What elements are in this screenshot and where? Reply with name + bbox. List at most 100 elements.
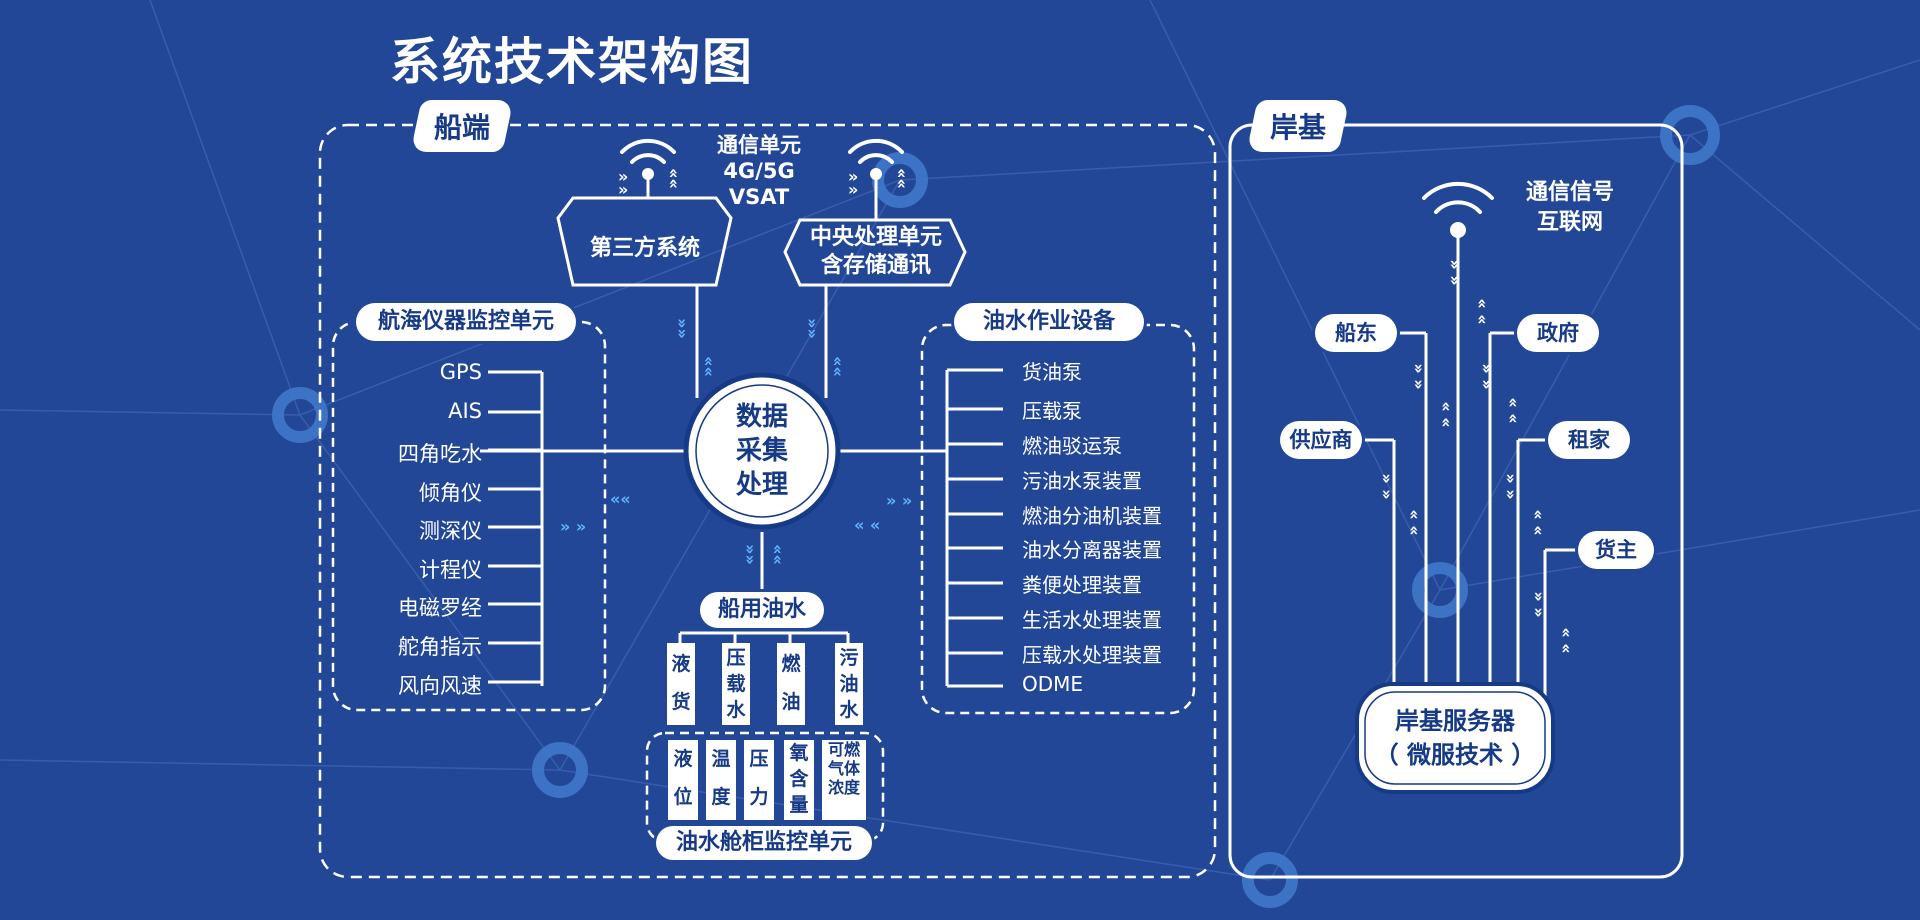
tank-sensor-box: 可燃气体浓度 [822,740,866,820]
chevron-down-icon: »» [848,167,859,199]
central-unit-label: 中央处理单元 含存储通讯 [795,224,957,280]
chevron-up-icon: »» [662,168,682,189]
oil-equipment-item: 压载泵 [1022,399,1082,423]
central-unit-hexagon [783,218,967,287]
chevron-up-icon: » » [1435,401,1455,428]
chevron-down-icon: » » [1409,363,1429,390]
oil-equipment-item: 压载水处理装置 [1022,643,1162,667]
oil-type-box: 液货 [667,643,695,725]
core-inner-ring [695,384,829,518]
oil-equipment-title: 油水作业设备 [954,303,1144,341]
chevron-down-icon: »» [802,318,822,339]
chevron-up-icon: » » [1403,509,1423,536]
tank-sensor-box: 氧含量 [784,740,814,820]
core-circle [683,372,841,530]
oil-equipment-item: 粪便处理装置 [1022,573,1142,597]
shore-server-box [1355,682,1555,794]
tank-sensor-box: 温度 [706,740,736,820]
nav-unit-item: 四角吃水 [398,442,482,466]
core-label: 数据 采集 处理 [712,400,812,502]
ship-tag: 船端 [410,100,514,152]
chevron-down-icon: »» [672,318,692,339]
oil-type-box: 燃油 [777,643,805,725]
central-unit-line: 含存储通讯 [820,253,931,278]
chevron-right-icon: » » [560,517,587,536]
core-line: 数据 [735,402,788,432]
oil-equipment-item: 生活水处理装置 [1022,608,1162,632]
chevron-up-icon: » » [1555,627,1575,654]
chevron-up-icon: »» [826,356,846,377]
chevron-down-icon: »» [618,167,629,199]
shore-tag-label: 岸基 [1270,111,1327,144]
party-charterer: 租家 [1548,421,1630,459]
shore-tag: 岸基 [1246,100,1350,152]
chevron-up-icon: »» [697,356,717,377]
nav-unit-item: AIS [448,399,482,423]
central-unit-line: 中央处理单元 [809,225,942,250]
oil-type-box: 污油水 [835,643,863,725]
oil-equipment-item: ODME [1022,672,1084,696]
nav-unit-item: 倾角仪 [419,481,482,505]
shore-connectors [1362,236,1578,700]
tank-sensor-box: 压力 [744,740,774,820]
nav-unit-item: 风向风速 [398,674,482,698]
shore-signal-line: 互联网 [1536,210,1603,235]
nav-unit-item: 计程仪 [419,558,482,582]
chevron-up-icon: »» [766,544,786,565]
oil-equipment-item: 污油水泵装置 [1022,469,1142,493]
shore-signal-label: 通信信号 互联网 [1505,178,1635,238]
oil-equipment-item: 油水分离器装置 [1022,538,1162,562]
party-shipowner: 船东 [1315,314,1397,352]
core-line: 处理 [735,470,788,500]
nav-unit-title: 航海仪器监控单元 [356,303,576,341]
comm-unit-line: 4G/5G [723,159,795,183]
shore-server-inner [1364,691,1546,785]
chevron-down-icon: » » [1445,259,1465,286]
page-title: 系统技术架构图 [390,33,754,91]
oil-type-box: 压载水 [722,643,750,725]
ship-tag-label: 船端 [434,111,491,144]
core-line: 采集 [735,436,788,466]
chevron-down-icon: » » [1501,473,1521,500]
chevron-down-icon: » » [1529,591,1549,618]
ship-frame [318,123,1217,879]
party-government: 政府 [1517,314,1599,352]
wifi-dots [642,168,1466,238]
oil-equipment-item: 货油泵 [1022,360,1082,384]
shore-server-line: 岸基服务器 [1395,707,1515,735]
nav-unit-item: 电磁罗经 [398,596,482,620]
shore-frame [1228,123,1684,879]
tank-monitor-title: 油水舱柜监控单元 [656,826,872,860]
oil-equipment-item: 燃油分油机装置 [1022,504,1162,528]
chevron-left-icon: » » [854,517,881,536]
third-party-hexagon [556,196,733,287]
chevron-right-icon: » » [886,491,913,510]
comm-unit-label: 通信单元 4G/5G VSAT [700,132,818,210]
chevron-up-icon: »» [890,168,910,189]
chevron-left-icon: »» [610,491,631,510]
oil-equipment-item: 燃油驳运泵 [1022,434,1122,458]
shore-server-label: 岸基服务器 （ 微服技术 ） [1357,704,1553,772]
chevron-up-icon: » » [1471,298,1491,325]
ship-connectors [480,180,1003,688]
nav-unit-item: GPS [439,360,482,384]
party-supplier: 供应商 [1280,421,1362,459]
ship-oil-water-title: 船用油水 [700,592,824,628]
chevron-down-icon: » » [1477,363,1497,390]
nav-unit-item: 舵角指示 [398,635,482,659]
comm-unit-line: 通信单元 [717,133,801,157]
third-party-label: 第三方系统 [589,236,700,261]
party-cargo-owner: 货主 [1578,531,1654,569]
tank-sensor-box: 液位 [668,740,698,820]
chevron-up-icon: » » [1502,397,1522,424]
shore-server-line: （ 微服技术 ） [1374,741,1536,769]
chevron-down-icon: »» [740,544,760,565]
chevron-down-icon: » » [1377,473,1397,500]
wifi-icon [620,138,1494,214]
background-nodes [272,105,1720,908]
comm-unit-line: VSAT [728,185,790,209]
chevron-up-icon: » » [1527,509,1547,536]
nav-unit-item: 测深仪 [419,519,482,543]
